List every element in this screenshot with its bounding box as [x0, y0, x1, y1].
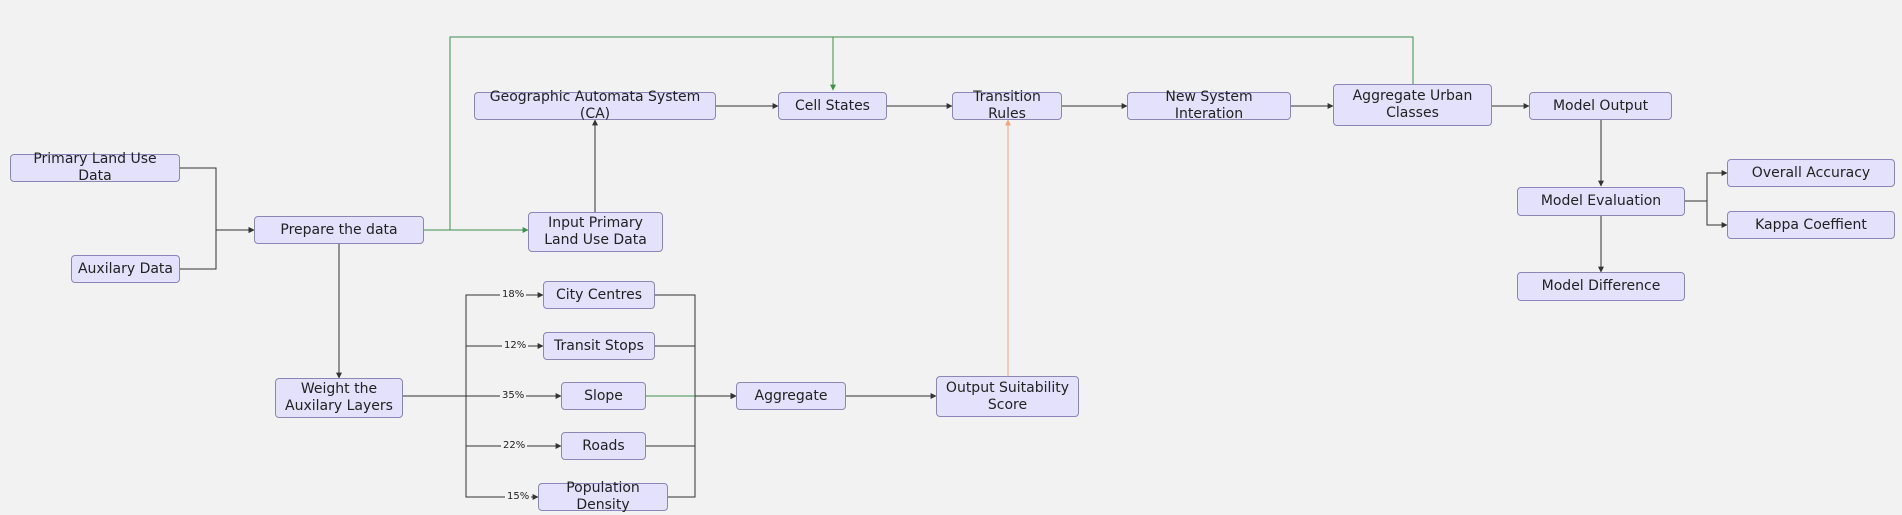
edge-weight-to-roads — [403, 395, 562, 449]
node-model-evaluation[interactable]: Model Evaluation — [1517, 187, 1685, 216]
edge-weight-to-population — [403, 395, 539, 500]
edge-roads-to-aggregate — [646, 393, 737, 447]
node-overall-accuracy[interactable]: Overall Accuracy — [1727, 159, 1895, 187]
edge-aggregate-urban-loop-to-cell — [833, 36, 1414, 88]
node-roads[interactable]: Roads — [561, 432, 646, 460]
weight-label-roads: 22% — [501, 440, 528, 452]
edge-population-to-aggregate — [668, 393, 737, 498]
weight-label-transit-stops: 12% — [502, 340, 529, 352]
node-model-output[interactable]: Model Output — [1529, 92, 1672, 120]
edge-auxilary-to-prepare — [180, 227, 255, 270]
edge-prepare-loop-to-cell — [449, 36, 836, 230]
node-prepare-the-data[interactable]: Prepare the data — [254, 216, 424, 244]
node-new-system-interation[interactable]: New System Interation — [1127, 89, 1291, 122]
edge-evaluation-to-accuracy — [1685, 170, 1728, 202]
node-weight-the-auxilary-layers[interactable]: Weight the Auxilary Layers — [275, 378, 403, 418]
edge-weight-to-transit — [403, 343, 544, 397]
node-kappa-coeffient[interactable]: Kappa Coeffient — [1727, 211, 1895, 239]
node-cell-states[interactable]: Cell States — [778, 92, 887, 120]
node-city-centres[interactable]: City Centres — [543, 281, 655, 309]
node-auxilary-data[interactable]: Auxilary Data — [71, 255, 180, 283]
edge-transit-to-aggregate — [655, 345, 737, 399]
node-geographic-automata-system[interactable]: Geographic Automata System (CA) — [474, 89, 716, 122]
weight-label-slope: 35% — [500, 390, 527, 402]
node-aggregate-urban-classes[interactable]: Aggregate Urban Classes — [1333, 84, 1492, 126]
node-input-primary-land-use-data[interactable]: Input Primary Land Use Data — [528, 212, 663, 252]
node-transition-rules[interactable]: Transition Rules — [952, 89, 1062, 122]
node-slope[interactable]: Slope — [561, 382, 646, 410]
node-primary-land-use-data[interactable]: Primary Land Use Data — [10, 151, 180, 184]
node-population-density[interactable]: Population Density — [538, 480, 668, 513]
weight-label-population-density: 15% — [505, 491, 532, 503]
edge-primary-to-prepare — [180, 167, 255, 233]
node-model-difference[interactable]: Model Difference — [1517, 272, 1685, 301]
weight-label-city-centres: 18% — [500, 289, 527, 301]
node-transit-stops[interactable]: Transit Stops — [543, 332, 655, 360]
node-aggregate[interactable]: Aggregate — [736, 382, 846, 410]
edge-evaluation-to-kappa — [1685, 200, 1728, 228]
node-output-suitability-score[interactable]: Output Suitability Score — [936, 376, 1079, 417]
